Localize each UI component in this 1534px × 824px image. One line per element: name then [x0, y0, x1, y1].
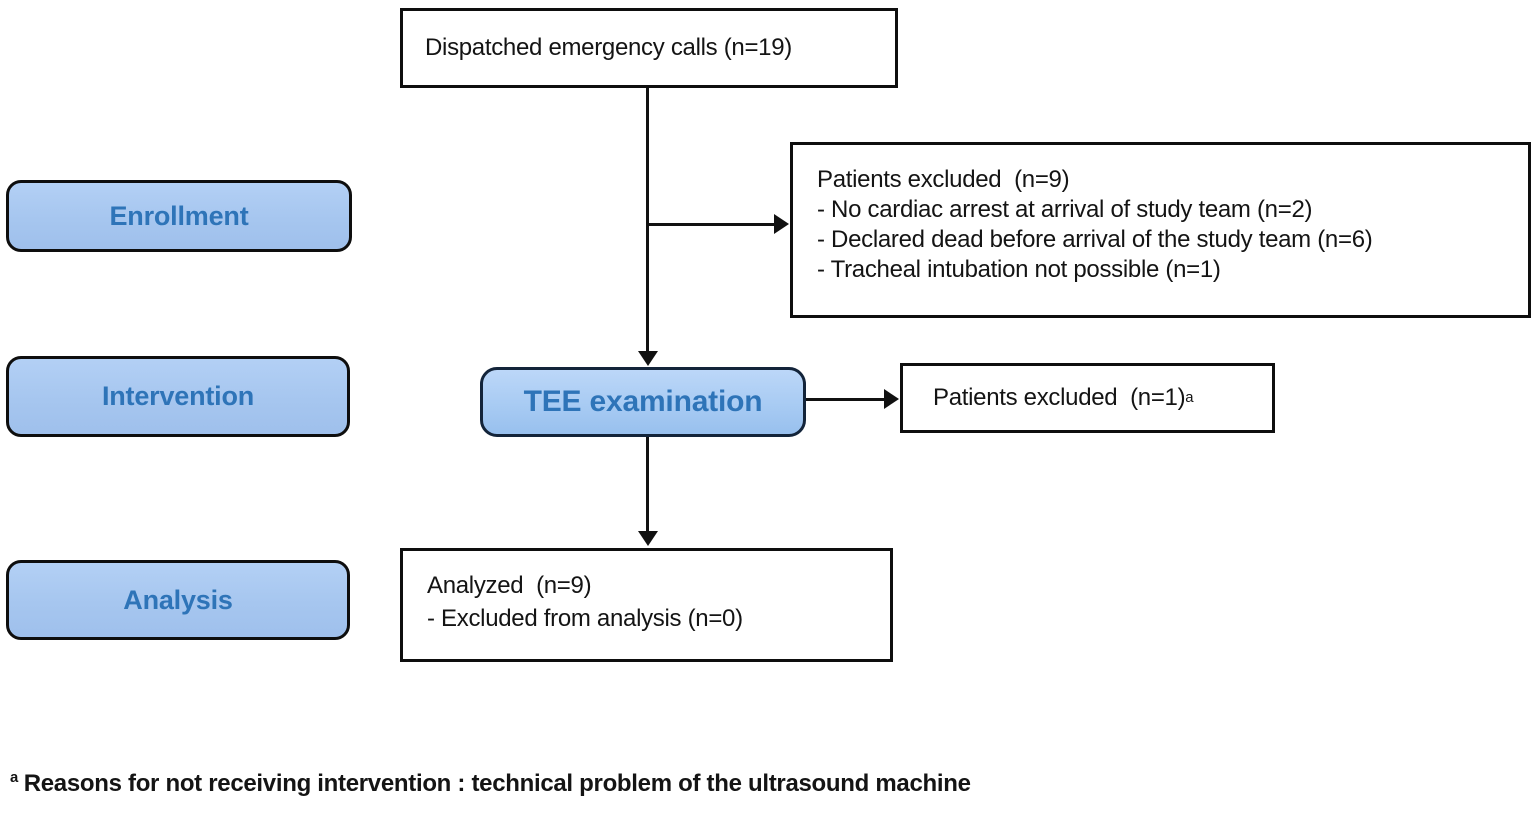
arrow-branch-exclusion1-head [774, 214, 789, 234]
intervention-exclusion-box: Patients excluded (n=1)a [900, 363, 1275, 433]
stage-intervention: Intervention [6, 356, 350, 437]
tee-examination-label: TEE examination [523, 385, 763, 418]
enrollment-exclusion-title: Patients excluded (n=9) [817, 166, 1070, 193]
dispatched-calls-text: Dispatched emergency calls (n=19) [425, 34, 792, 61]
arrow-tee-to-exclusion2-head [884, 389, 899, 409]
footnote-text: Reasons for not receiving intervention :… [23, 770, 971, 797]
arrow-top-to-tee-head [638, 351, 658, 366]
analyzed-item: - Excluded from analysis (n=0) [427, 605, 743, 632]
enrollment-exclusion-box: Patients excluded (n=9) - No cardiac arr… [790, 142, 1531, 318]
arrow-tee-to-analyzed-head [638, 531, 658, 546]
arrow-tee-to-analyzed-line [646, 437, 649, 532]
arrow-branch-exclusion1-line [646, 223, 776, 226]
stage-enrollment-label: Enrollment [109, 200, 249, 231]
stage-analysis: Analysis [6, 560, 350, 640]
stage-intervention-label: Intervention [101, 381, 255, 411]
arrow-tee-to-exclusion2-line [806, 398, 886, 401]
tee-examination-box: TEE examination [480, 367, 806, 437]
enrollment-exclusion-item: - Tracheal intubation not possible (n=1) [817, 256, 1221, 283]
stage-analysis-label: Analysis [123, 584, 233, 615]
enrollment-exclusion-item: - No cardiac arrest at arrival of study … [817, 196, 1313, 223]
stage-enrollment: Enrollment [6, 180, 352, 252]
intervention-exclusion-text: Patients excluded (n=1) [933, 384, 1186, 411]
footnote-superscript: a [10, 770, 18, 786]
dispatched-calls-box: Dispatched emergency calls (n=19) [400, 8, 898, 88]
enrollment-exclusion-item: - Declared dead before arrival of the st… [817, 226, 1373, 253]
arrow-top-to-tee-line [646, 88, 649, 353]
analyzed-box: Analyzed (n=9) - Excluded from analysis … [400, 548, 893, 662]
footnote: a Reasons for not receiving intervention … [10, 770, 971, 798]
analyzed-title: Analyzed (n=9) [427, 572, 592, 599]
